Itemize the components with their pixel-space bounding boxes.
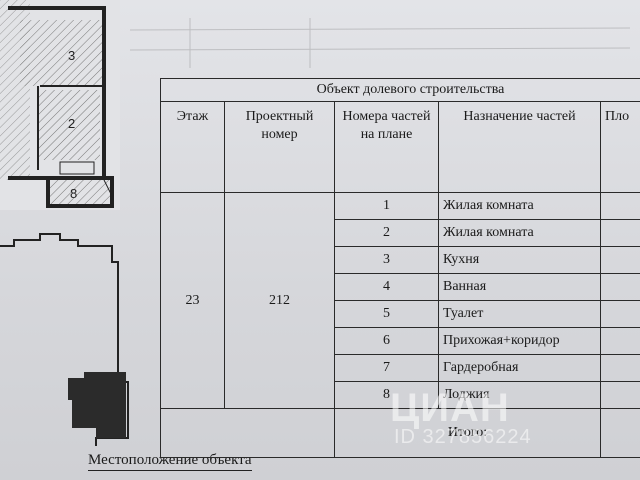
total-blank-cell [160,408,335,458]
part-purpose: Жилая комната [438,219,601,247]
part-number: 5 [334,300,439,328]
area-cell [600,192,640,220]
room-label: 3 [68,48,75,63]
project-number-value: 212 [224,192,335,409]
part-number: 4 [334,273,439,301]
area-cell [600,354,640,382]
room-label: 2 [68,116,75,131]
table-row: 8 Лоджия [161,381,640,409]
object-table: Объект долевого строительства Этаж Проек… [160,78,640,458]
header-purpose: Назначение частей [438,101,601,193]
part-purpose: Туалет [438,300,601,328]
header-floor: Этаж [160,101,225,193]
area-cell [600,246,640,274]
table-row: 5 Туалет [161,300,640,328]
table-row: 23 212 1 Жилая комната [160,192,640,409]
total-area-cell [600,408,640,458]
part-number: 1 [334,192,439,220]
table-row: 4 Ванная [161,273,640,301]
floor-plan: 3 2 8 [0,0,120,210]
total-label: Итого: [334,408,601,458]
floor-value: 23 [160,192,225,409]
header-project-number: Проектный номер [224,101,335,193]
building-location-plan [0,232,140,447]
header-part-numbers: Номера частей на плане [334,101,439,193]
part-purpose: Прихожая+коридор [438,327,601,355]
table-row: 6 Прихожая+коридор [161,327,640,355]
part-number: 7 [334,354,439,382]
part-purpose: Жилая комната [438,192,601,220]
area-cell [600,219,640,247]
part-number: 8 [334,381,439,409]
room-label: 8 [70,186,77,201]
part-number: 3 [334,246,439,274]
part-number: 2 [334,219,439,247]
part-purpose: Кухня [438,246,601,274]
area-cell [600,327,640,355]
area-cell [600,381,640,409]
part-purpose: Ванная [438,273,601,301]
header-area: Пло [600,101,640,193]
table-title: Объект долевого строительства [160,78,640,102]
part-purpose: Гардеробная [438,354,601,382]
area-cell [600,300,640,328]
part-number: 6 [334,327,439,355]
area-cell [600,273,640,301]
faint-background-lines [130,18,630,68]
total-row: Итого: [160,408,640,458]
part-purpose: Лоджия [438,381,601,409]
